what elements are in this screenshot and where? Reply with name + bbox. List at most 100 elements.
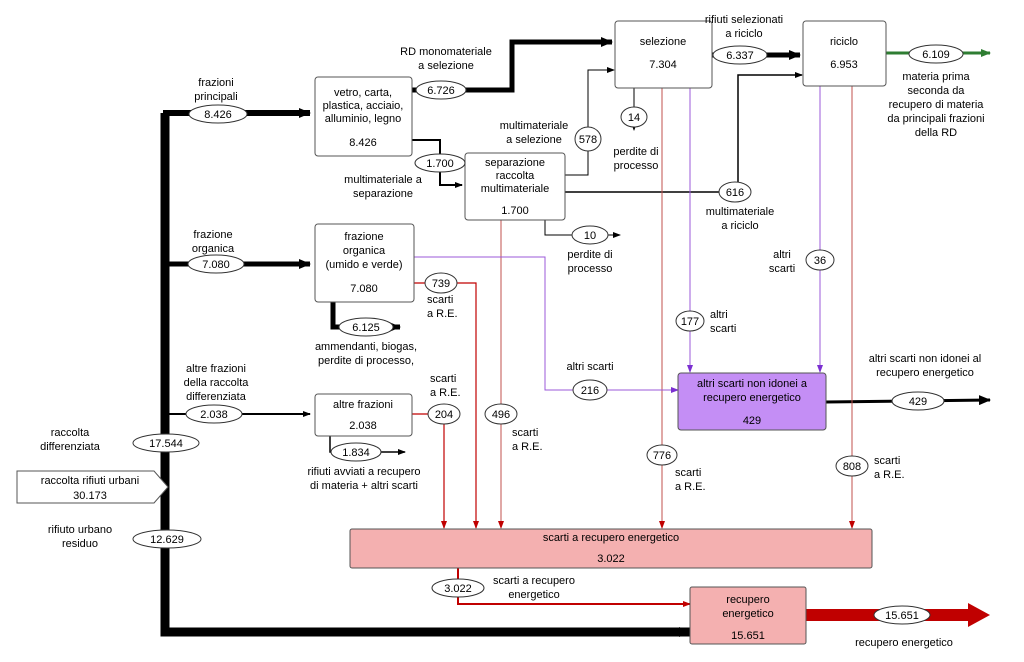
flow-labels: frazioni principali frazione organica al… <box>40 14 984 649</box>
source-value: 30.173 <box>73 490 107 502</box>
label-selezione-loss-label2: processo <box>614 160 659 172</box>
label-non-idonei-out-label1: altri scarti non idonei al <box>869 353 982 365</box>
label-organica-out-label1: ammendanti, biogas, <box>315 341 417 353</box>
pill-mono: 6.726 <box>427 85 455 97</box>
label-separazione-loss-label1: perdite di <box>567 249 612 261</box>
label-organica-label1: frazione <box>193 229 232 241</box>
box-recupero: recupero energetico 15.651 <box>689 586 807 645</box>
box-separazione: separazione raccolta multimateriale 1.70… <box>464 152 566 221</box>
label-separazione-box-value: 1.700 <box>501 205 529 217</box>
pill-altre: 2.038 <box>200 409 228 421</box>
pill-org-out: 6.125 <box>352 322 380 334</box>
label-streams-rd-line2: differenziata <box>40 441 101 453</box>
label-scarti-re-out-label1: scarti a recupero <box>493 575 575 587</box>
pill-recupero-out: 15.651 <box>885 610 919 622</box>
pill-sel-scarti: 776 <box>653 450 671 462</box>
pill-sep-scarti: 496 <box>492 409 510 421</box>
label-selezione-scarti-label1: scarti <box>675 467 701 479</box>
label-selezione-altri-label2: scarti <box>710 323 736 335</box>
label-riciclo-out-lines-0: materia prima <box>902 71 970 83</box>
label-streams-rd-line1: raccolta <box>51 427 90 439</box>
pill-altre-scarti: 204 <box>435 409 453 421</box>
flow-org-altri <box>414 256 679 393</box>
flow-sep-sel <box>565 67 615 176</box>
label-altre-label3: differenziata <box>186 391 247 403</box>
pill-organica: 7.080 <box>202 259 230 271</box>
box-selezione: selezione 7.304 <box>614 20 713 89</box>
label-riciclo-out-lines-3: da principali frazioni <box>887 113 984 125</box>
pill-rd: 17.544 <box>149 438 183 450</box>
pill-scartire-out: 3.022 <box>444 583 472 595</box>
box-riciclo: riciclo 6.953 <box>802 20 887 87</box>
label-riciclo-scarti-label2: a R.E. <box>874 469 905 481</box>
label-principali-label1: frazioni <box>198 77 233 89</box>
label-recupero-line2: energetico <box>722 608 773 620</box>
label-principali-box-lines-0: vetro, carta, <box>334 87 392 99</box>
label-organica-altri-label: altri scarti <box>566 361 613 373</box>
label-altre-scarti-label1: scarti <box>430 373 456 385</box>
label-organica-box-value: 7.080 <box>350 283 378 295</box>
label-separazione-box-lines-1: raccolta <box>496 170 535 182</box>
label-principali-multi-label1: multimateriale a <box>344 174 423 186</box>
pill-sep-loss: 10 <box>584 230 596 242</box>
label-scarti-re-out-label2: energetico <box>508 589 559 601</box>
value-pills: 8.426 7.080 2.038 17.544 12.629 6.726 1.… <box>132 44 964 625</box>
label-altre-out-label1: rifiuti avviati a recupero <box>307 466 420 478</box>
label-separazione-to-ric-label1: multimateriale <box>706 206 774 218</box>
flow-sep-ric <box>565 72 803 193</box>
label-selezione-altri-label1: altri <box>710 309 728 321</box>
label-separazione-box-lines-0: separazione <box>485 157 545 169</box>
pill-org-scarti: 739 <box>432 278 450 290</box>
label-principali-label2: principali <box>194 91 237 103</box>
label-recupero-out-label: recupero energetico <box>855 637 953 649</box>
label-separazione-scarti-label1: scarti <box>512 427 538 439</box>
pill-altre-out: 1.834 <box>342 447 370 459</box>
pill-ric-out: 6.109 <box>922 49 950 61</box>
label-riciclo-altri-label1: altri <box>773 249 791 261</box>
pill-sep-sel: 578 <box>579 134 597 146</box>
box-non-idonei: altri scarti non idonei a recupero energ… <box>677 372 827 431</box>
label-altre-label1: altre frazioni <box>186 363 246 375</box>
label-recupero-value: 15.651 <box>731 630 765 642</box>
pill-nonid-out: 429 <box>909 396 927 408</box>
pill-principali: 8.426 <box>204 109 232 121</box>
label-separazione-loss-label2: processo <box>568 263 613 275</box>
label-selezione-scarti-label2: a R.E. <box>675 481 706 493</box>
label-altre-box-value: 2.038 <box>349 420 377 432</box>
label-principali-box-value: 8.426 <box>349 137 377 149</box>
label-riciclo-out-lines-1: seconda da <box>908 85 966 97</box>
label-recupero-line1: recupero <box>726 594 769 606</box>
source-node: raccolta rifiuti urbani 30.173 <box>16 470 169 504</box>
label-scarti-re-value: 3.022 <box>597 553 625 565</box>
source-label: raccolta rifiuti urbani <box>41 475 139 487</box>
label-organica-label2: organica <box>192 243 235 255</box>
label-non-idonei-value: 429 <box>743 415 761 427</box>
label-principali-box-lines-2: alluminio, legno <box>325 113 401 125</box>
label-non-idonei-out-label2: recupero energetico <box>876 367 974 379</box>
box-scarti-re: scarti a recupero energetico 3.022 <box>349 528 873 569</box>
label-separazione-to-sel-label2: a selezione <box>506 134 562 146</box>
flow-recupero-head <box>968 603 990 627</box>
pill-ric-scarti: 808 <box>843 461 861 473</box>
label-organica-box-lines-2: (umido e verde) <box>325 259 402 271</box>
box-organica: frazione organica (umido e verde) 7.080 <box>314 223 415 303</box>
label-separazione-box-lines-2: multimateriale <box>481 183 549 195</box>
label-selezione-title: selezione <box>640 36 686 48</box>
pill-multi: 1.700 <box>426 158 454 170</box>
pill-sel-altri: 177 <box>681 316 699 328</box>
label-riciclo-title: riciclo <box>830 36 858 48</box>
label-separazione-to-sel-label1: multimateriale <box>500 120 568 132</box>
label-selezione-value: 7.304 <box>649 59 677 71</box>
label-non-idonei-line2: recupero energetico <box>703 392 801 404</box>
label-riciclo-out-lines-4: della RD <box>915 127 957 139</box>
label-organica-out-label2: perdite di processo, <box>318 355 414 367</box>
pill-sel-loss: 14 <box>628 112 640 124</box>
label-altre-scarti-label2: a R.E. <box>430 387 461 399</box>
label-riciclo-scarti-label1: scarti <box>874 455 900 467</box>
label-organica-box-lines-0: frazione <box>344 231 383 243</box>
label-streams-rur-line2: residuo <box>62 538 98 550</box>
label-non-idonei-line1: altri scarti non idonei a <box>697 378 808 390</box>
label-separazione-scarti-label2: a R.E. <box>512 441 543 453</box>
